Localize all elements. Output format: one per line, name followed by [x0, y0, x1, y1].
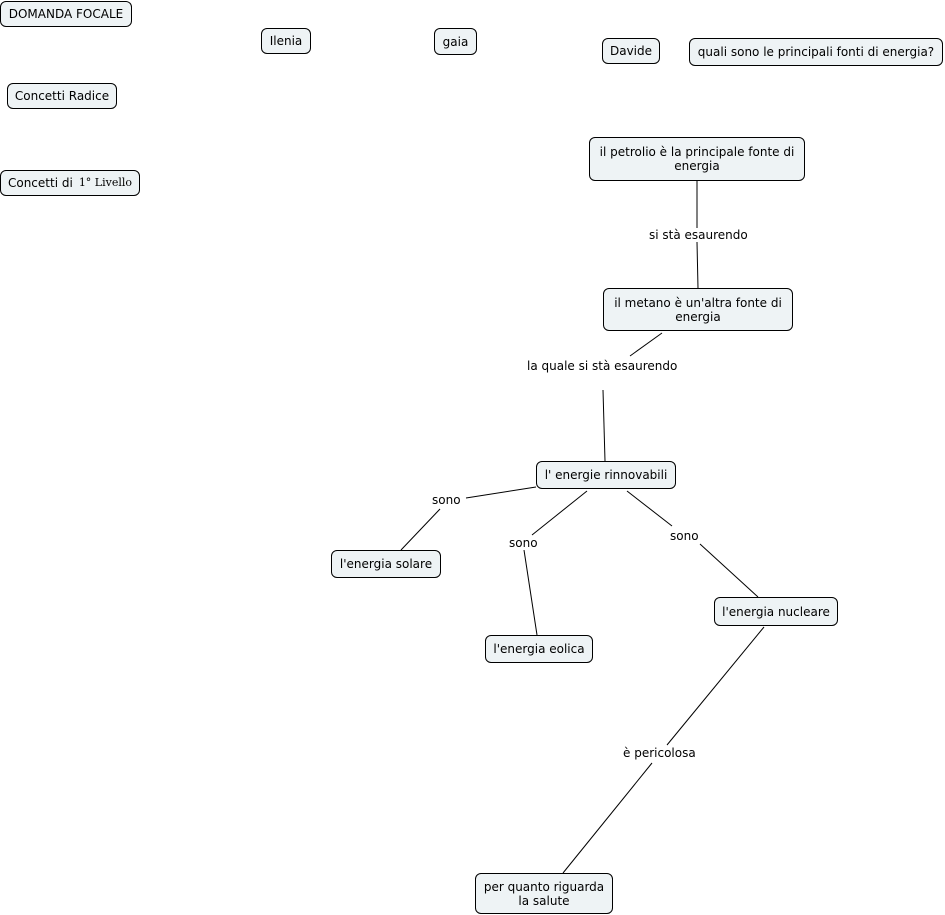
link-phrase-rinnovabili-solare: sono: [432, 493, 461, 507]
author-name: Ilenia: [269, 34, 303, 48]
concept-text: per quanto riguarda la salute: [483, 879, 605, 908]
legend-level1-concepts: Concetti di 1° Livello: [0, 170, 140, 196]
link-phrase-nucleare-salute: è pericolosa: [623, 746, 696, 760]
link-phrase-rinnovabili-eolica: sono: [509, 536, 538, 550]
concept-salute: per quanto riguarda la salute: [475, 873, 613, 914]
link-nucleare-label: [666, 626, 765, 746]
legend-root-concepts-text: Concetti Radice: [14, 89, 110, 103]
concept-text: il metano è un'altra fonte di energia: [614, 295, 782, 324]
author-name: Davide: [609, 44, 653, 58]
legend-focal-question-text: DOMANDA FOCALE: [8, 7, 124, 21]
author-gaia: gaia: [434, 28, 477, 55]
link-sono3-nucleare: [699, 543, 759, 598]
link-phrase-metano-rinnovabili: la quale si stà esaurendo: [527, 359, 678, 373]
concept-eolica: l'energia eolica: [485, 635, 593, 663]
legend-focal-question: DOMANDA FOCALE: [0, 1, 132, 27]
focal-question-text: quali sono le principali fonti di energi…: [697, 45, 935, 59]
concept-text: l'energia nucleare: [722, 604, 830, 619]
link-rinnovabili-sono3: [626, 490, 673, 527]
concept-metano: il metano è un'altra fonte di energia: [603, 288, 793, 331]
author-name: gaia: [442, 34, 469, 49]
author-ilenia: Ilenia: [261, 28, 311, 54]
link-rinnovabili-sono1: [465, 486, 537, 499]
concept-text: il petrolio è la principale fonte di ene…: [599, 145, 795, 173]
legend-root-concepts: Concetti Radice: [7, 83, 117, 109]
link-metano-label: [629, 332, 663, 357]
link-sono2-eolica: [523, 549, 538, 636]
concept-petrolio: il petrolio è la principale fonte di ene…: [589, 137, 805, 181]
link-phrase-petrolio-metano: si stà esaurendo: [649, 228, 748, 242]
legend-level1-prefix: Concetti di: [7, 176, 73, 190]
concept-text: l' energie rinnovabili: [544, 468, 668, 482]
concept-rinnovabili: l' energie rinnovabili: [536, 461, 676, 489]
concept-nucleare: l'energia nucleare: [714, 597, 838, 626]
concept-solare: l'energia solare: [331, 550, 441, 578]
author-davide: Davide: [602, 38, 660, 64]
link-sono1-solare: [400, 508, 441, 551]
link-rinnovabili-sono2: [531, 490, 588, 536]
link-label-rinnovabili: [602, 389, 606, 462]
link-label-salute: [562, 762, 653, 874]
legend-level1-suffix: 1° Livello: [78, 176, 133, 189]
link-label-metano: [696, 241, 699, 289]
link-phrase-rinnovabili-nucleare: sono: [670, 529, 699, 543]
concept-text: l'energia solare: [339, 557, 433, 571]
concept-text: l'energia eolica: [493, 642, 585, 656]
focal-question: quali sono le principali fonti di energi…: [689, 38, 943, 66]
